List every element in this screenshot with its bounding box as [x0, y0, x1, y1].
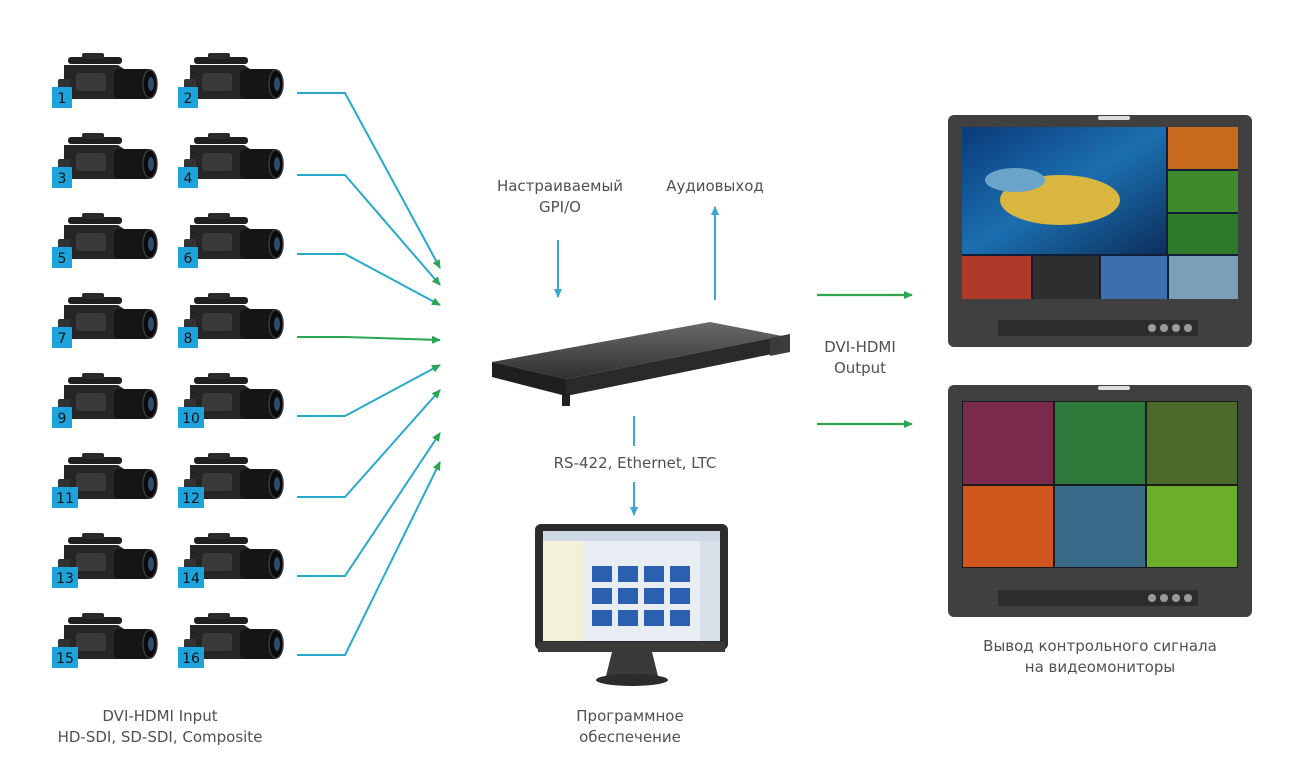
camera-number: 9: [58, 411, 67, 427]
camera-number: 2: [184, 91, 193, 107]
camera-number-badge: [52, 87, 72, 108]
output-label: DVI-HDMI Output: [824, 338, 896, 377]
camera-number-badge: [178, 327, 198, 348]
camera-number: 11: [56, 491, 74, 507]
camera-number: 14: [182, 571, 200, 587]
camera-number-badge: [52, 487, 78, 508]
camera-number: 6: [184, 251, 193, 267]
audio-output-label: Аудиовыход: [666, 177, 764, 195]
camera-number-badge: [178, 487, 204, 508]
feed-line: [297, 253, 441, 306]
processor-unit: [492, 322, 790, 406]
camera-number: 5: [58, 251, 67, 267]
camera-number: 4: [184, 171, 193, 187]
camera-number-badge: [52, 407, 72, 428]
monitors-label: Вывод контрольного сигнала на видеомонит…: [983, 637, 1217, 676]
camera-number-badge: [178, 87, 198, 108]
camera-number-badge: [178, 567, 204, 588]
camcorder-icon: 12: [178, 452, 284, 508]
camcorder-icon: 13: [52, 532, 158, 588]
camera-number: 13: [56, 571, 74, 587]
camera-number-badge: [52, 247, 72, 268]
software-label: Программное обеспечение: [576, 707, 684, 746]
camera-number: 1: [58, 91, 67, 107]
camera-number: 3: [58, 171, 67, 187]
feed-line: [297, 174, 441, 286]
feed-line: [297, 432, 441, 577]
video-monitor-2: [948, 385, 1252, 617]
camera-number-badge: [52, 167, 72, 188]
camcorder-icon: 3: [52, 132, 158, 188]
camera-number: 15: [56, 651, 74, 667]
camera-number-badge: [178, 167, 198, 188]
video-monitor-1: [948, 115, 1252, 347]
camera-number-badge: [178, 407, 204, 428]
camcorder-icon: 6: [178, 212, 284, 268]
gpio-label: Настраиваемый GPI/O: [496, 177, 624, 216]
camcorder-icon: 8: [178, 292, 284, 348]
feed-line: [297, 92, 441, 269]
camcorder-icon: 11: [52, 452, 158, 508]
camera-number-badge: [52, 327, 72, 348]
camera-number: 10: [182, 411, 200, 427]
camera-number: 7: [58, 331, 67, 347]
camera-number: 12: [182, 491, 200, 507]
camcorder-icon: 9: [52, 372, 158, 428]
software-pc-icon: [535, 524, 728, 686]
input-feed-lines: [297, 92, 441, 656]
feed-line: [297, 461, 441, 656]
camcorder-icon: 10: [178, 372, 284, 428]
input-types-label: DVI-HDMI Input HD-SDI, SD-SDI, Composite: [57, 707, 263, 746]
feed-line: [297, 364, 441, 417]
camera-number-badge: [178, 647, 204, 668]
camera-number-badge: [52, 567, 78, 588]
feed-line: [297, 335, 441, 344]
camera-number: 8: [184, 331, 193, 347]
camcorder-icon: 1: [52, 52, 158, 108]
control-label: RS-422, Ethernet, LTC: [553, 454, 717, 472]
camcorder-icon: 14: [178, 532, 284, 588]
camera-number-badge: [178, 247, 198, 268]
camera-number-badge: [52, 647, 78, 668]
camera-number: 16: [182, 651, 200, 667]
camcorder-icon: 4: [178, 132, 284, 188]
camcorder-icon: 2: [178, 52, 284, 108]
camcorder-icon: 5: [52, 212, 158, 268]
feed-line: [297, 389, 441, 498]
camcorder-icon: 15: [52, 612, 158, 668]
camcorder-icon: 7: [52, 292, 158, 348]
camcorder-icon: 16: [178, 612, 284, 668]
